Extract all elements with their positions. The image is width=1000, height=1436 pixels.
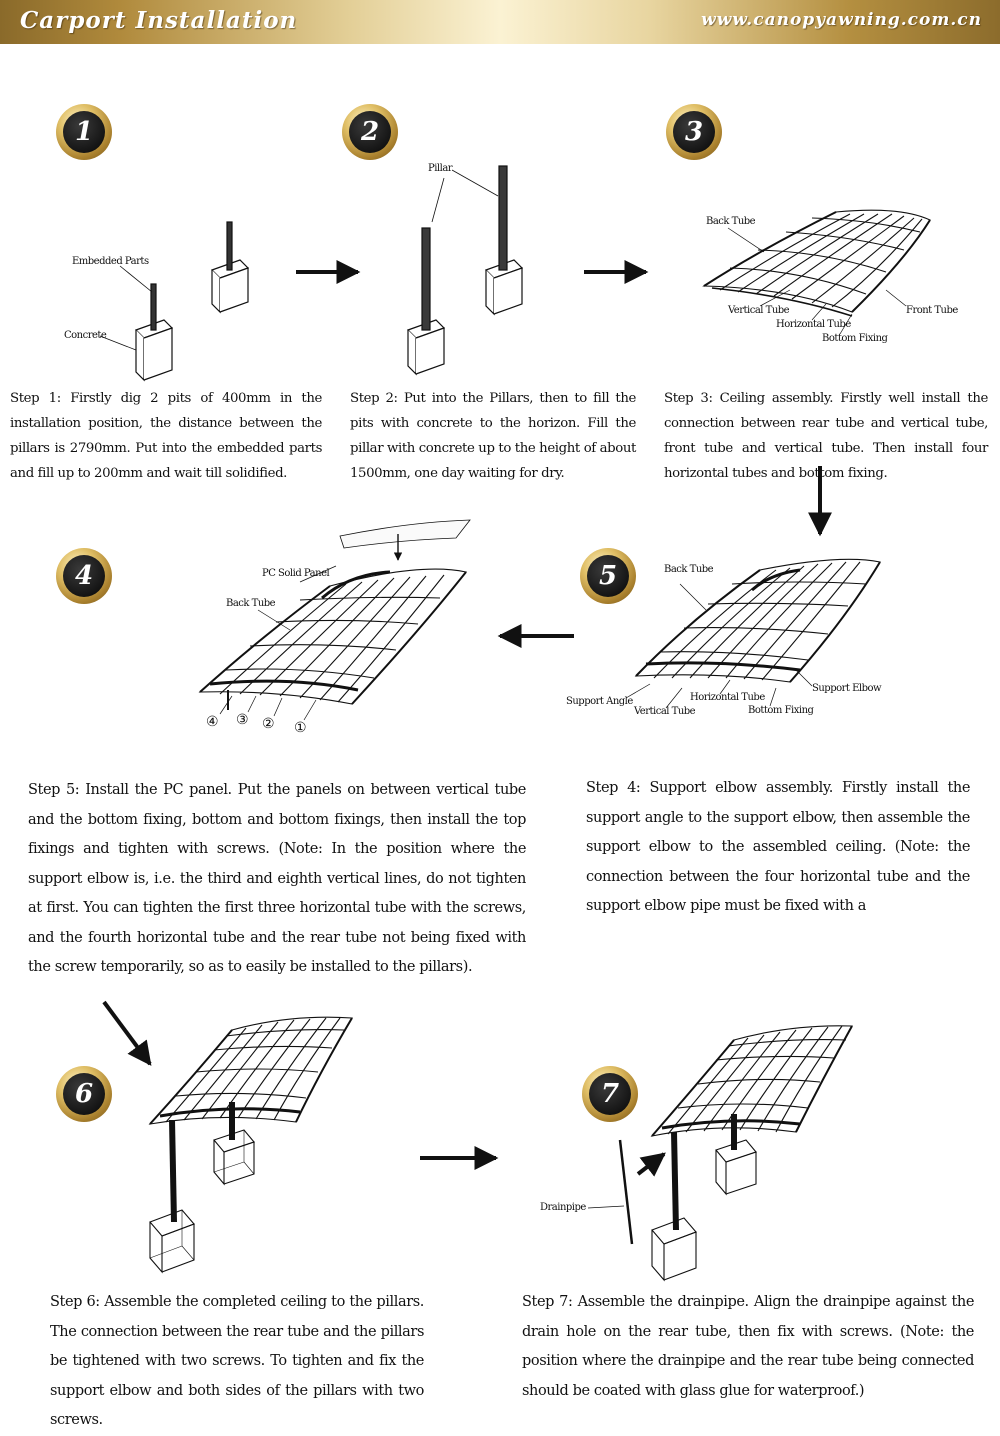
label-concrete: Concrete bbox=[64, 330, 107, 341]
marker-4: ④ bbox=[206, 714, 219, 730]
label-support-elbow: Support Elbow bbox=[812, 683, 882, 694]
label-bottom-fixing-step5: Bottom Fixing bbox=[748, 705, 814, 716]
arrow-drainpipe bbox=[636, 1152, 666, 1177]
step-badge-3: 3 bbox=[666, 104, 722, 160]
arrow-into-step6 bbox=[102, 1000, 152, 1066]
website-url: www.canopyawning.com.cn bbox=[701, 10, 982, 30]
step5-illustration bbox=[625, 558, 881, 709]
step2-text: Step 2: Put into the Pillars, then to fi… bbox=[350, 391, 636, 481]
label-embedded-parts: Embedded Parts bbox=[72, 256, 149, 267]
label-back-tube-step5: Back Tube bbox=[664, 564, 714, 575]
step1-illustration bbox=[99, 221, 250, 382]
step6-illustration bbox=[148, 1016, 353, 1274]
step-badge-5: 5 bbox=[580, 548, 636, 604]
step4-illustration bbox=[198, 519, 471, 721]
page-title: Carport Installation bbox=[20, 7, 298, 34]
label-pillar: Pillar bbox=[428, 163, 453, 174]
step7-text: Step 7: Assemble the drainpipe. Align th… bbox=[522, 1294, 974, 1399]
label-support-angle: Support Angle bbox=[566, 696, 633, 707]
marker-3: ③ bbox=[236, 712, 249, 728]
label-back-tube-step4: Back Tube bbox=[226, 598, 276, 609]
step-badge-6: 6 bbox=[56, 1066, 112, 1122]
step5-text: Step 5: Install the PC panel. Put the pa… bbox=[28, 782, 526, 975]
step-badge-7: 7 bbox=[582, 1066, 638, 1122]
label-bottom-fixing-step3: Bottom Fixing bbox=[822, 333, 888, 344]
step1-text: Step 1: Firstly dig 2 pits of 400mm in t… bbox=[10, 391, 322, 481]
label-horizontal-tube-step5: Horizontal Tube bbox=[690, 692, 765, 703]
step4-text: Step 4: Support elbow assembly. Firstly … bbox=[586, 780, 970, 914]
label-front-tube-step3: Front Tube bbox=[906, 305, 958, 316]
step7-illustration bbox=[587, 1025, 853, 1282]
marker-2: ② bbox=[262, 716, 275, 732]
step-badge-1: 1 bbox=[56, 104, 112, 160]
step6-text: Step 6: Assemble the completed ceiling t… bbox=[50, 1294, 424, 1428]
step-badge-4: 4 bbox=[56, 548, 112, 604]
step2-illustration bbox=[406, 165, 524, 376]
label-vertical-tube-step5: Vertical Tube bbox=[634, 706, 696, 717]
step3-illustration bbox=[702, 209, 931, 335]
step-badge-2: 2 bbox=[342, 104, 398, 160]
label-back-tube-step3: Back Tube bbox=[706, 216, 756, 227]
marker-1: ① bbox=[294, 720, 307, 736]
label-drainpipe: Drainpipe bbox=[540, 1202, 586, 1213]
label-vertical-tube-step3: Vertical Tube bbox=[728, 305, 790, 316]
step3-text: Step 3: Ceiling assembly. Firstly well i… bbox=[664, 391, 988, 481]
label-horizontal-tube-step3: Horizontal Tube bbox=[776, 319, 851, 330]
label-pc-solid-panel: PC Solid Panel bbox=[262, 568, 330, 579]
header-banner: Carport Installation www.canopyawning.co… bbox=[0, 0, 1000, 44]
